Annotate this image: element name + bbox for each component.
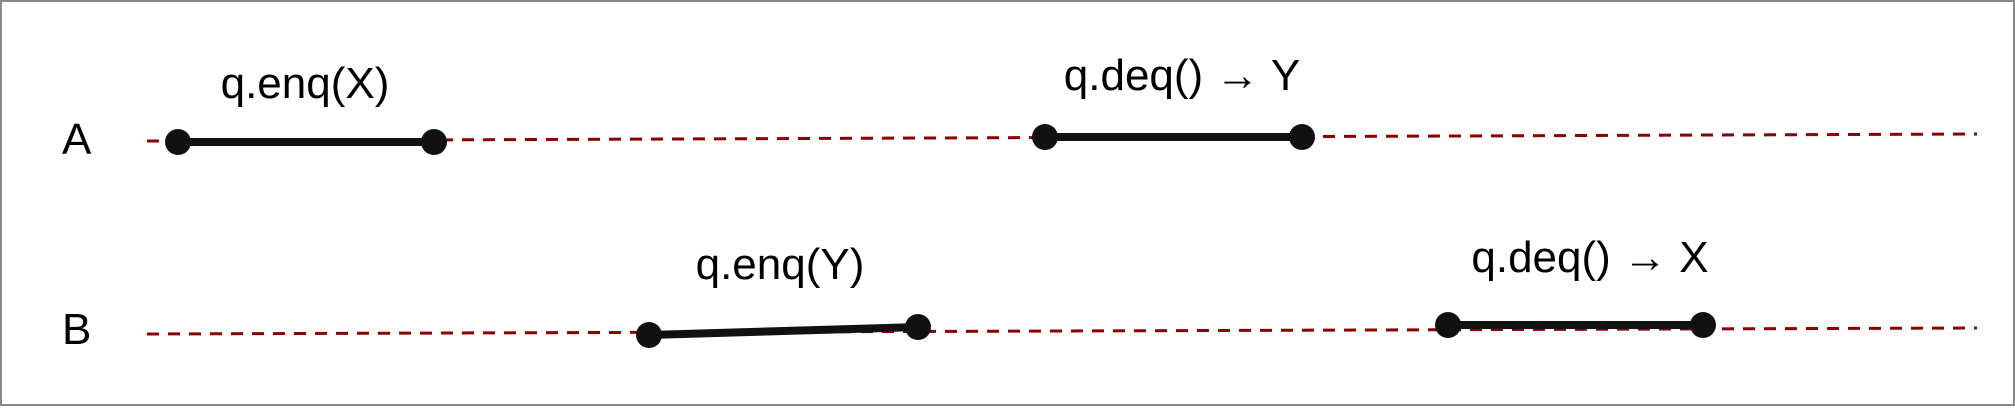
invocation-point xyxy=(1435,312,1461,338)
timeline-b xyxy=(146,326,1978,336)
operation-label: q.deq() → X xyxy=(1471,233,1708,282)
operation-deq-x: q.deq() → X xyxy=(1435,233,1716,338)
operation-enq-x: q.enq(X) xyxy=(165,59,447,155)
response-point xyxy=(1690,312,1716,338)
thread-label-a: A xyxy=(62,115,92,164)
invocation-point xyxy=(165,129,191,155)
operation-interval xyxy=(645,323,922,339)
operation-label: q.enq(Y) xyxy=(696,240,865,289)
response-point xyxy=(1289,124,1315,150)
timeline-a xyxy=(146,132,1978,143)
operation-deq-y: q.deq() → Y xyxy=(1032,51,1315,150)
operation-enq-y: q.enq(Y) xyxy=(636,240,931,348)
thread-a: A q.enq(X) q.deq() → Y xyxy=(62,51,1978,164)
response-point xyxy=(421,129,447,155)
invocation-point xyxy=(1032,124,1058,150)
operation-label: q.enq(X) xyxy=(221,59,390,108)
thread-b: B q.enq(Y) q.deq() → X xyxy=(62,233,1978,354)
thread-label-b: B xyxy=(62,305,91,354)
invocation-point xyxy=(636,322,662,348)
operation-label: q.deq() → Y xyxy=(1064,51,1300,100)
response-point xyxy=(905,314,931,340)
